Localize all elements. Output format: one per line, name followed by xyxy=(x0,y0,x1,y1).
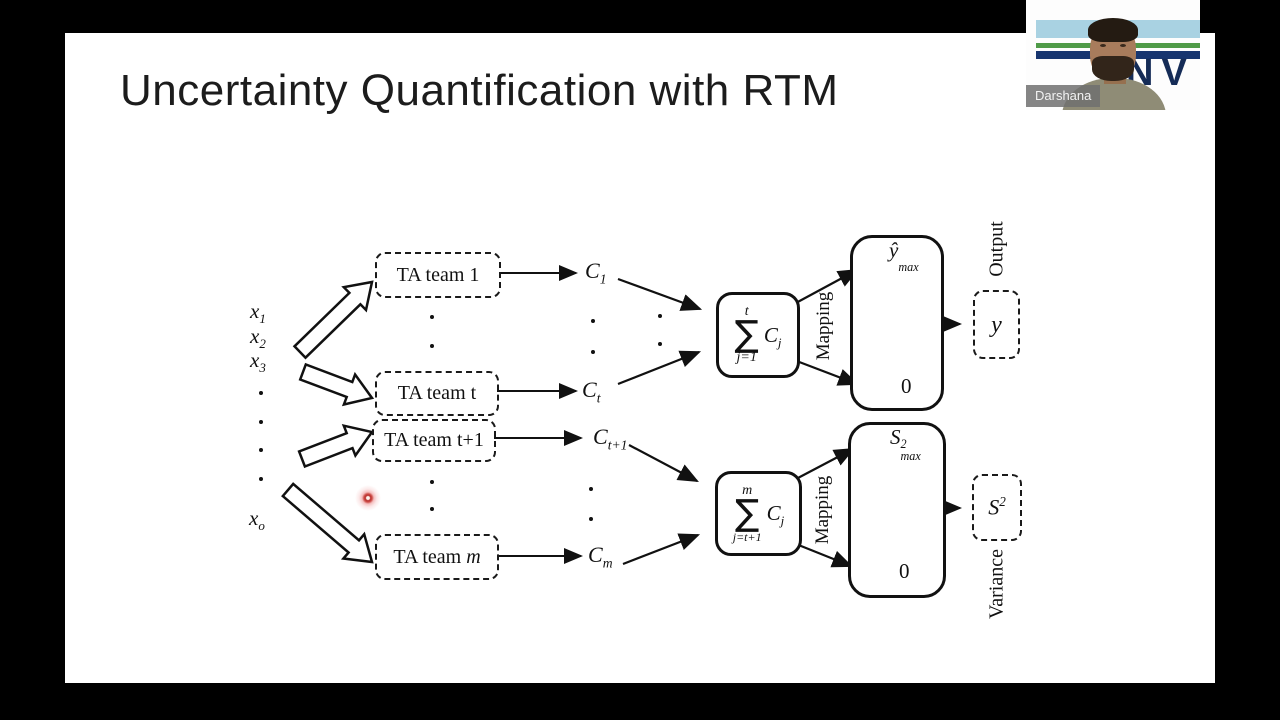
ellipsis-dot xyxy=(591,350,595,354)
ellipsis-dot xyxy=(430,344,434,348)
sum-2-term: Cj xyxy=(766,501,785,529)
ellipsis-dot xyxy=(658,342,662,346)
ellipsis-dot xyxy=(259,391,263,395)
ellipsis-dot xyxy=(589,487,593,491)
ellipsis-dot xyxy=(658,314,662,318)
participant-name-tag: Darshana xyxy=(1026,85,1101,107)
output-y-label: y xyxy=(991,311,1002,338)
ta-team-t1-label: TA team t+1 xyxy=(384,429,484,451)
cm-label: Cm xyxy=(588,542,613,571)
ellipsis-dot xyxy=(589,517,593,521)
sum-1-sigma: t ∑ j=1 xyxy=(734,303,759,366)
webcam-tile: NV Darshana xyxy=(1026,0,1200,110)
ta-team-m-label: TA team m xyxy=(393,545,481,568)
ellipsis-dot xyxy=(591,319,595,323)
output-caption: Output xyxy=(985,221,1008,277)
slide-title: Uncertainty Quantification with RTM xyxy=(120,66,839,115)
output-s2-label: S2 xyxy=(988,494,1006,520)
ta-team-1-box: TA team 1 xyxy=(375,252,501,298)
ellipsis-dot xyxy=(430,315,434,319)
sum-box-1: t ∑ j=1 Cj xyxy=(716,292,800,378)
input-x1: x1 xyxy=(250,299,266,327)
ct1-label: Ct+1 xyxy=(593,424,628,453)
scale-1-zero: 0 xyxy=(901,374,912,398)
c1-label: C1 xyxy=(585,258,607,287)
ta-team-m-box: TA team m xyxy=(375,534,499,580)
ellipsis-dot xyxy=(430,507,434,511)
ellipsis-dot xyxy=(430,480,434,484)
input-x3: x3 xyxy=(250,348,266,376)
ellipsis-dot xyxy=(259,448,263,452)
scale-box-output xyxy=(850,235,944,411)
sum-1-term: Cj xyxy=(763,322,782,350)
mapping-label-2: Mapping xyxy=(812,475,833,545)
scale-box-variance xyxy=(848,422,946,598)
ct-label: Ct xyxy=(582,377,601,406)
slide xyxy=(65,33,1215,683)
scale-2-zero: 0 xyxy=(899,559,910,583)
person-hair xyxy=(1088,18,1138,42)
person-beard xyxy=(1092,56,1134,81)
ta-team-1-label: TA team 1 xyxy=(396,263,480,286)
output-y-box: y xyxy=(973,290,1020,359)
mapping-label-1: Mapping xyxy=(813,291,834,361)
person-eye xyxy=(1120,44,1126,47)
person-eye xyxy=(1100,44,1106,47)
output-s2-box: S2 xyxy=(972,474,1022,541)
sum-2-sigma: m ∑ j=t+1 xyxy=(732,483,762,544)
input-xo: xo xyxy=(249,506,265,534)
sum-box-2: m ∑ j=t+1 Cj xyxy=(715,471,802,556)
ta-team-t-label: TA team t xyxy=(397,382,477,404)
ta-team-t-box: TA team t xyxy=(375,371,499,416)
ellipsis-dot xyxy=(259,420,263,424)
laser-pointer-dot xyxy=(355,485,381,511)
input-x2: x2 xyxy=(250,324,266,352)
ta-team-t1-box: TA team t+1 xyxy=(372,419,496,462)
variance-caption: Variance xyxy=(985,549,1008,619)
ellipsis-dot xyxy=(259,477,263,481)
